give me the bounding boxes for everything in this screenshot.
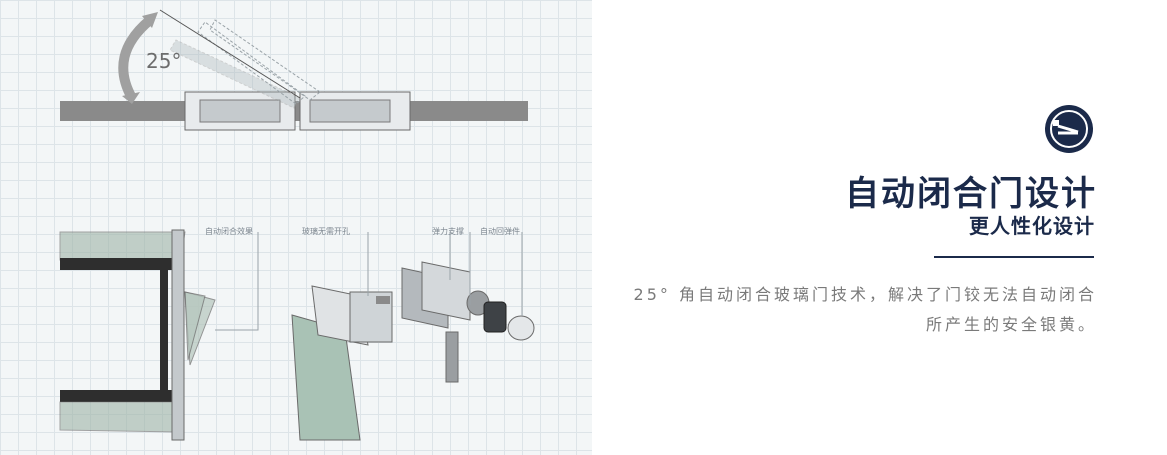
feature-info-panel: 自动闭合门设计 更人性化设计 25° 角自动闭合玻璃门技术，解决了门铰无法自动闭…	[592, 0, 1167, 455]
glass-hinge-illustration	[291, 232, 393, 441]
door-frame-illustration	[59, 229, 259, 441]
feature-title: 自动闭合门设计	[845, 174, 1097, 214]
callout-no-drill: 玻璃无需开孔	[302, 226, 350, 236]
top-hinge-illustration: 25°	[60, 9, 528, 131]
product-diagram-panel: 25°	[0, 0, 592, 455]
callout-auto-close: 自动闭合效果	[205, 226, 253, 236]
door-closer-logo-icon	[1045, 105, 1093, 153]
callout-return-part: 自动回弹件	[480, 226, 520, 236]
hinge-diagram: 25°	[59, 9, 535, 441]
feature-description: 25° 角自动闭合玻璃门技术，解决了门铰无法自动闭合所产生的安全银黄。	[633, 285, 1097, 334]
feature-subtitle: 更人性化设计	[969, 214, 1095, 238]
angle-label: 25°	[146, 49, 181, 73]
callout-spring-support: 弹力支撑	[432, 226, 464, 236]
exploded-parts-illustration	[401, 232, 535, 383]
title-divider	[934, 256, 1094, 258]
